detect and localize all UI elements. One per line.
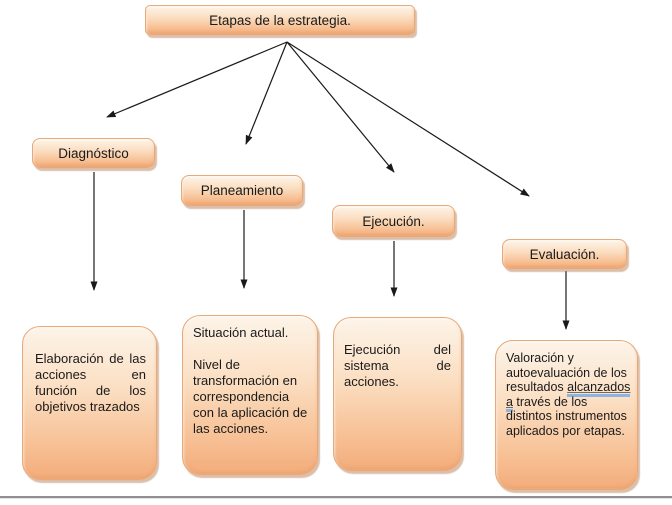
stage-label: Evaluación. — [529, 246, 600, 262]
stage-node-ejecucion: Ejecución. — [332, 205, 455, 237]
root-node-label: Etapas de la estrategia. — [209, 12, 351, 28]
stage-label: Ejecución. — [362, 213, 425, 229]
arrow-root-to-evaluacion — [286, 41, 530, 197]
detail-text-segment: Valoración y autoevaluación de los resul… — [506, 351, 627, 395]
spellcheck-marked-text: alcanzados a — [506, 380, 631, 412]
detail-text: Nivel de transformación en correspondenc… — [193, 357, 308, 436]
arrow-root-to-diagnostico — [106, 41, 288, 118]
stage-node-evaluacion: Evaluación. — [502, 239, 627, 269]
detail-text-segment: través de los distintos instrumentos apl… — [506, 394, 627, 438]
bottom-divider-line — [0, 496, 672, 499]
arrow-root-to-ejecucion — [286, 41, 395, 173]
stage-label: Diagnóstico — [58, 145, 129, 161]
detail-node-diagnostico: Elaboración de las acciones en función d… — [22, 326, 157, 480]
detail-text: Elaboración de las acciones en función d… — [35, 351, 146, 414]
arrow-root-to-planeamiento — [245, 41, 288, 145]
detail-text: Situación actual. — [193, 325, 289, 340]
stage-node-diagnostico: Diagnóstico — [32, 138, 155, 168]
stage-label: Planeamiento — [200, 183, 284, 198]
detail-node-ejecucion: Ejecución del sistema de acciones. — [333, 317, 462, 471]
detail-text: Valoración y autoevaluación de los resul… — [506, 351, 631, 439]
detail-node-evaluacion: Valoración y autoevaluación de los resul… — [495, 340, 638, 490]
detail-node-planeamiento: Situación actual. Nivel de transformació… — [182, 315, 318, 475]
detail-text: Ejecución del sistema de acciones. — [344, 342, 451, 389]
root-node-etapas: Etapas de la estrategia. — [145, 5, 415, 35]
stage-node-planeamiento: Planeamiento — [181, 175, 303, 206]
